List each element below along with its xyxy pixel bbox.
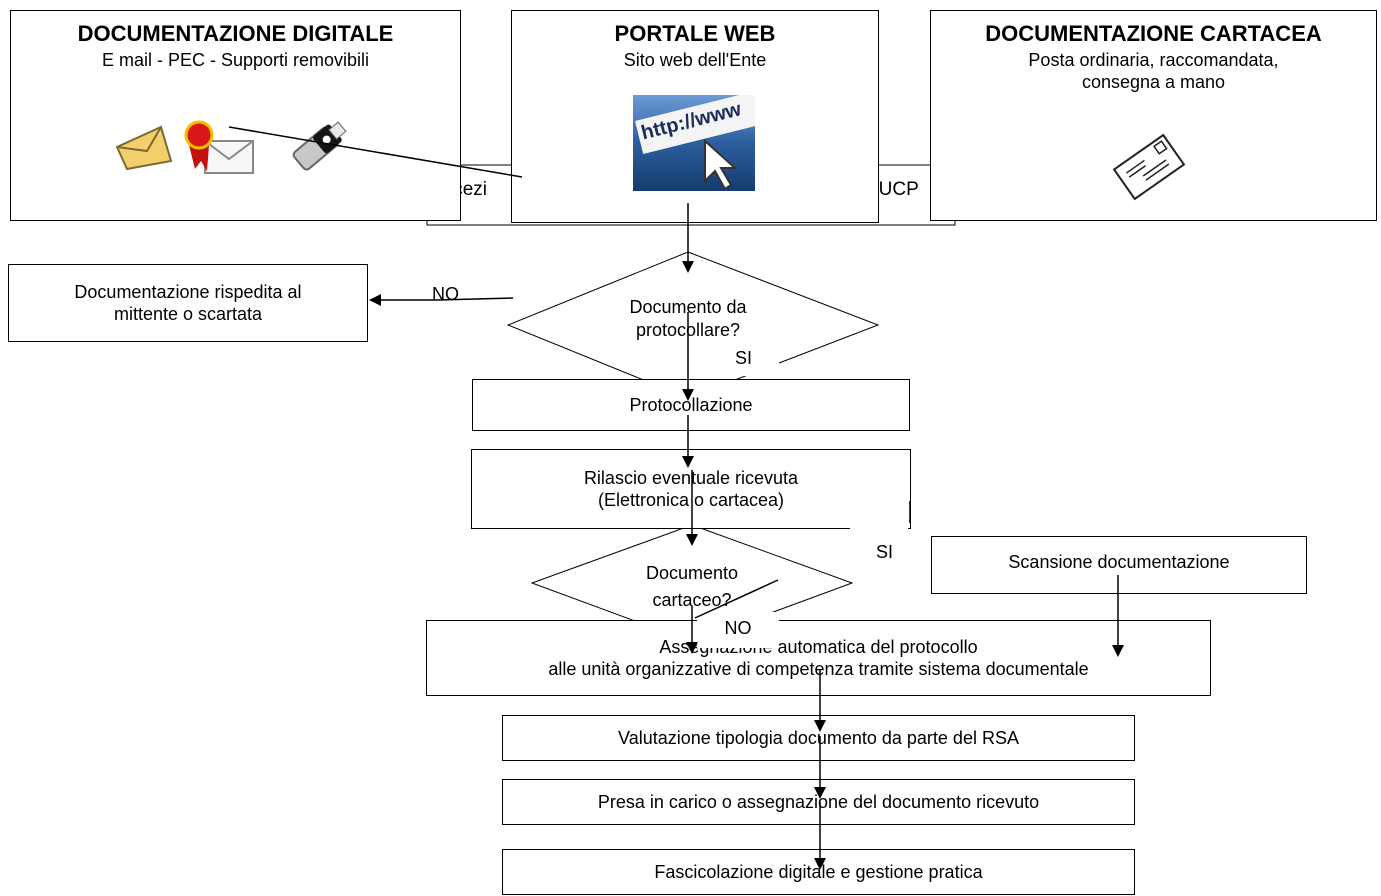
evaluate-box: Valutazione tipologia documento da parte…	[502, 715, 1135, 761]
digital-documentation-box: DOCUMENTAZIONE DIGITALE E mail - PEC - S…	[10, 10, 461, 221]
http-browser-image: http://www	[633, 95, 755, 191]
reject-line1: Documentazione rispedita al	[74, 282, 302, 302]
paper-documentation-subtitle-line1: Posta ordinaria, raccomandata,	[1028, 50, 1279, 70]
reject-line2: mittente o scartata	[113, 304, 263, 324]
web-portal-subtitle: Sito web dell'Ente	[623, 50, 767, 70]
takeover-box: Presa in carico o assegnazione del docum…	[502, 779, 1135, 825]
si-label-patch	[850, 522, 908, 562]
decision-paper-line1: Documento	[645, 563, 739, 583]
reject-box: Documentazione rispedita al mittente o s…	[8, 264, 368, 342]
digital-documentation-subtitle: E mail - PEC - Supporti removibili	[101, 50, 370, 70]
decision-paper-line2: cartaceo?	[652, 590, 732, 610]
no-label-2: NO	[697, 612, 779, 648]
mouse-cursor-icon	[704, 138, 738, 191]
scan-box: Scansione documentazione	[931, 536, 1307, 594]
digital-documentation-title: DOCUMENTAZIONE DIGITALE	[77, 21, 394, 46]
web-portal-box: PORTALE WEB Sito web dell'Ente http://ww…	[511, 10, 879, 223]
receipt-line1: Rilascio eventuale ricevuta	[583, 468, 799, 488]
envelope-icon	[115, 125, 173, 171]
file-box: Fascicolazione digitale e gestione prati…	[502, 849, 1135, 895]
si-label-1: SI	[697, 340, 779, 376]
takeover-label: Presa in carico o assegnazione del docum…	[597, 792, 1040, 812]
scan-label: Scansione documentazione	[1008, 552, 1230, 572]
hidden-box-right-fragment: 'UCP	[875, 179, 919, 200]
si-label-2: SI	[876, 542, 894, 562]
web-portal-title: PORTALE WEB	[614, 21, 776, 46]
paper-documentation-box: DOCUMENTAZIONE CARTACEA Posta ordinaria,…	[930, 10, 1377, 221]
usb-drive-icon	[292, 121, 347, 171]
paper-documentation-subtitle-line2: consegna a mano	[1081, 72, 1226, 92]
letter-envelope-icon	[1112, 133, 1186, 201]
receipt-box: Rilascio eventuale ricevuta (Elettronica…	[471, 449, 911, 529]
receipt-line2: (Elettronica o cartacea)	[597, 490, 785, 510]
protocollazione-label: Protocollazione	[629, 395, 753, 415]
evaluate-label: Valutazione tipologia documento da parte…	[618, 728, 1019, 748]
decision-protocol-line2: protocollare?	[635, 320, 741, 340]
assign-box: Assegnazione automatica del protocollo a…	[426, 620, 1211, 696]
assign-line2: alle unità organizzative di competenza t…	[548, 659, 1089, 679]
no-label-1: NO	[432, 284, 459, 304]
file-label: Fascicolazione digitale e gestione prati…	[654, 862, 983, 882]
protocollazione-box: Protocollazione	[472, 379, 910, 431]
paper-documentation-title: DOCUMENTAZIONE CARTACEA	[985, 21, 1322, 46]
pec-seal-envelope-icon	[184, 120, 254, 174]
decision-protocol-line1: Documento da	[629, 297, 747, 317]
